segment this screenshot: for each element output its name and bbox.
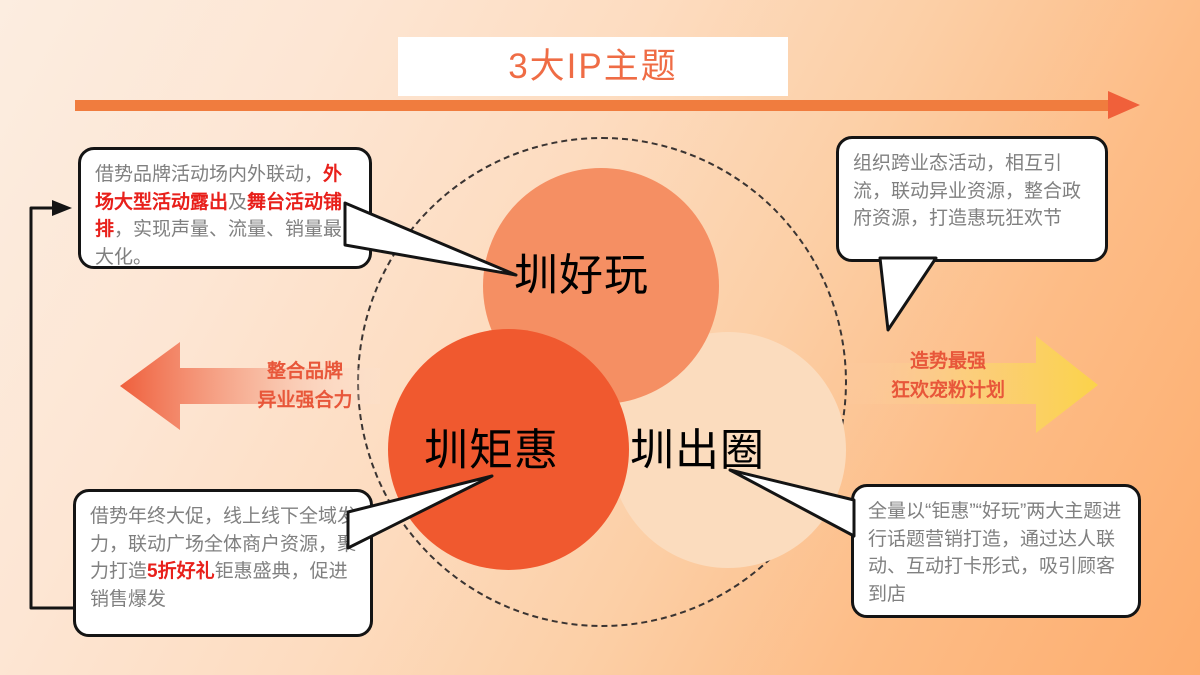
callout-top-right-text: 组织跨业态活动，相互引流，联动异业资源，整合政府资源，打造惠玩狂欢节 bbox=[853, 153, 1082, 230]
callout-bottom-left[interactable]: 借势年终大促，线上线下全域发力，联动广场全体商户资源，聚力打造5折好礼钜惠盛典，… bbox=[73, 489, 373, 637]
left-arrow-label: 整合品牌 异业强合力 bbox=[230, 358, 380, 415]
right-arrow-label: 造势最强 狂欢宠粉计划 bbox=[858, 348, 1038, 405]
right-arrow-shape bbox=[850, 330, 1130, 440]
page-title: 3大IP主题 bbox=[508, 47, 678, 86]
header-rule-arrow-icon bbox=[1108, 91, 1140, 119]
right-arrow-line2: 狂欢宠粉计划 bbox=[890, 379, 1005, 401]
callout-top-left-text: 借势品牌活动场内外联动，外场大型活动露出及舞台活动铺排，实现声量、流量、销量最大… bbox=[95, 164, 343, 268]
callout-bottom-right[interactable]: 全量以“钜惠”“好玩”两大主题进行话题营销打造，通过达人联动、互动打卡形式，吸引… bbox=[851, 484, 1141, 618]
venn-label-chuquan: 圳出圈 bbox=[630, 426, 765, 475]
venn-label-haowan: 圳好玩 bbox=[514, 251, 649, 300]
left-arrow-shape bbox=[118, 336, 380, 436]
callout-bottom-right-text: 全量以“钜惠”“好玩”两大主题进行话题营销打造，通过达人联动、互动打卡形式，吸引… bbox=[868, 501, 1122, 605]
venn-label-juhui: 圳矩惠 bbox=[424, 426, 559, 475]
callout-bottom-left-text: 借势年终大促，线上线下全域发力，联动广场全体商户资源，聚力打造5折好礼钜惠盛典，… bbox=[90, 506, 357, 610]
title-banner: 3大IP主题 bbox=[398, 37, 788, 96]
callout-top-left[interactable]: 借势品牌活动场内外联动，外场大型活动露出及舞台活动铺排，实现声量、流量、销量最大… bbox=[78, 147, 372, 269]
left-arrow-line2: 异业强合力 bbox=[257, 389, 353, 411]
right-arrow-line1: 造势最强 bbox=[909, 351, 986, 372]
header-rule bbox=[75, 100, 1110, 111]
left-arrow-line1: 整合品牌 bbox=[266, 361, 343, 382]
callout-top-right[interactable]: 组织跨业态活动，相互引流，联动异业资源，整合政府资源，打造惠玩狂欢节 bbox=[836, 136, 1108, 262]
